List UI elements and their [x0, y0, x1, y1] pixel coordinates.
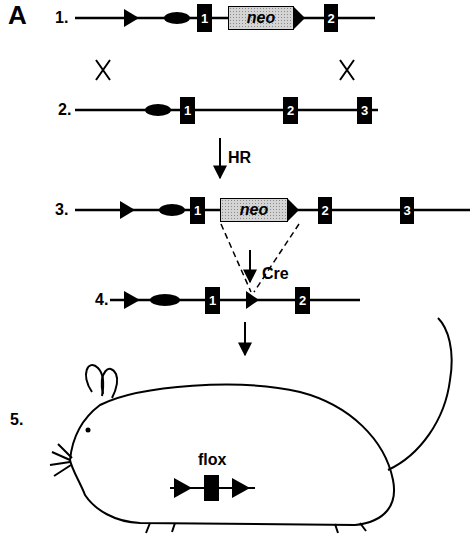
exon-box: 1: [190, 197, 205, 224]
loxp-site: [246, 291, 259, 309]
step-label: Cre: [262, 266, 289, 282]
node-text: 3: [361, 103, 368, 118]
exon-box: 2: [318, 197, 332, 224]
step-label: 1.: [55, 10, 68, 26]
node-text: neo: [240, 201, 268, 219]
neo-cassette: neo: [220, 198, 288, 222]
panel-letter: A: [8, 2, 27, 28]
exon-box: 3: [357, 97, 372, 124]
exon-box: 2: [295, 287, 310, 314]
mouse-drawing: [50, 318, 452, 533]
exon-box: 2: [283, 97, 298, 124]
step-label: HR: [228, 150, 251, 166]
node-text: 2: [299, 293, 306, 308]
node-text: 2: [327, 11, 334, 26]
process-arrow: [219, 138, 221, 178]
node-text: neo: [247, 9, 275, 27]
node-text: 1: [184, 103, 191, 118]
node-text: 1: [209, 293, 216, 308]
loxp-site: [124, 291, 140, 309]
exon-box: 1: [180, 97, 195, 124]
exon-box: 1: [197, 4, 212, 32]
promoter: [159, 204, 185, 216]
node-text: 2: [321, 203, 328, 218]
step-label: 5.: [10, 412, 23, 428]
wild-type-locus: [75, 104, 378, 116]
node-text: 1: [201, 11, 208, 26]
loxp-site: [293, 6, 305, 30]
excision-lines: [221, 224, 299, 292]
crossover-mark: [96, 60, 354, 80]
exon-box: 3: [400, 197, 414, 224]
floxed-allele: [110, 291, 360, 309]
loxp-site: [124, 9, 139, 27]
process-arrow: [244, 322, 246, 355]
node-text: 3: [403, 203, 410, 218]
step-label: 2.: [58, 102, 71, 118]
promoter: [164, 12, 190, 24]
step-label: flox: [198, 452, 226, 468]
promoter: [150, 294, 180, 306]
step-label: 4.: [95, 292, 108, 308]
exon-box: 2: [324, 4, 338, 32]
exon-box: 1: [205, 287, 220, 314]
promoter: [145, 104, 171, 116]
mouse-eye: [86, 428, 91, 433]
step-label: 3.: [55, 202, 68, 218]
node-text: 1: [194, 203, 201, 218]
loxp-site: [120, 201, 135, 219]
loxp-site: [287, 198, 299, 222]
flox-symbol: [170, 475, 255, 501]
node-text: 2: [287, 103, 294, 118]
neo-cassette: neo: [228, 6, 294, 30]
